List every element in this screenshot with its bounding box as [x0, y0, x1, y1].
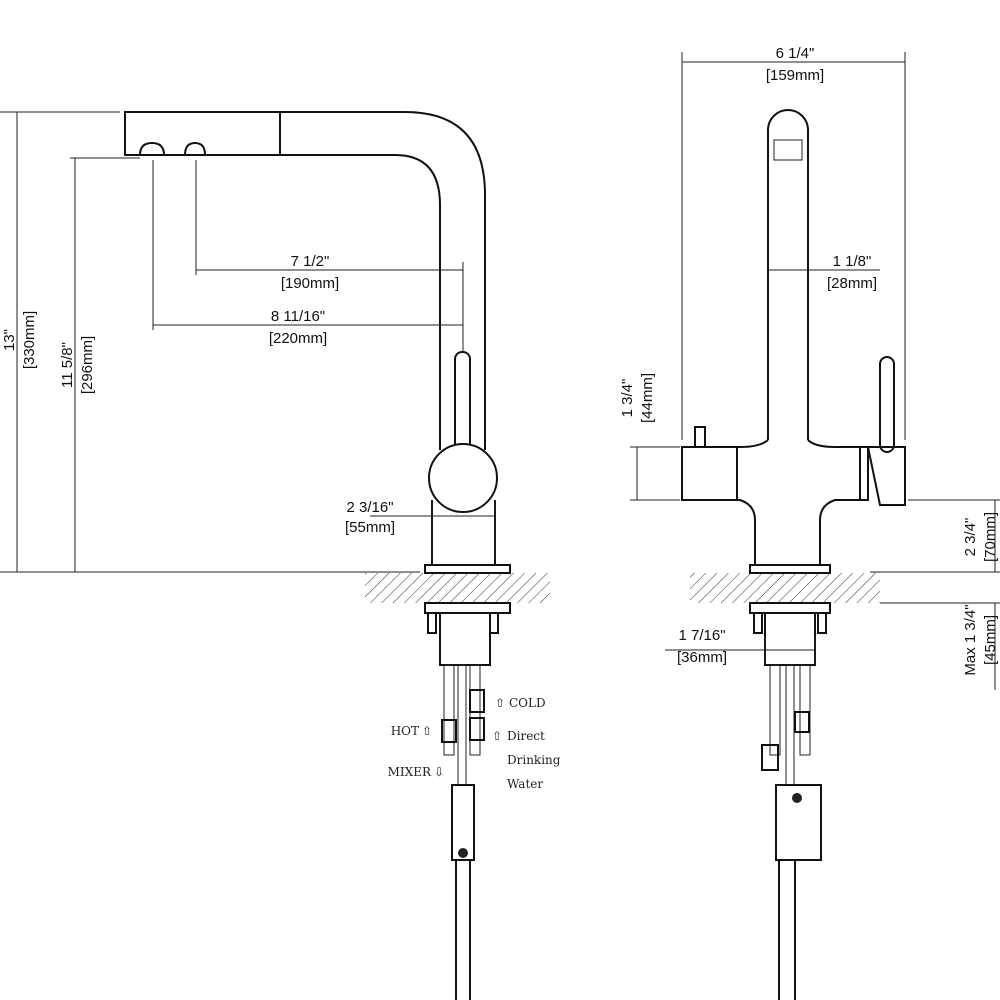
- hose: [778, 860, 796, 1000]
- spout: [767, 109, 809, 440]
- arrow-up-icon: ⇧: [492, 729, 502, 743]
- body-to-deck-metric: [70mm]: [982, 512, 999, 562]
- reach-spray-imperial: 7 1/2": [291, 253, 330, 270]
- width-total-metric: [159mm]: [766, 67, 824, 84]
- front-view-dimensions: 6 1/4" [159mm] 1 1/8" [28mm] 1 3/4" [44m…: [619, 45, 1000, 690]
- front-view-faucet: [681, 109, 906, 1000]
- callout-water: Water: [507, 777, 543, 791]
- sprayer-weight: [775, 784, 822, 861]
- height-total-imperial: 13": [1, 329, 18, 351]
- hose: [455, 860, 471, 1000]
- body-height-imperial: 1 3/4": [619, 379, 636, 418]
- base-diameter-imperial: 2 3/16": [346, 499, 393, 516]
- mixer-body: [681, 439, 869, 566]
- handle-block: [866, 446, 906, 506]
- hole-diameter-metric: [36mm]: [677, 649, 727, 666]
- lever-handle: [879, 356, 895, 453]
- height-outlet-imperial: 11 5/8": [59, 342, 76, 388]
- arrow-down-icon: ⇩: [434, 765, 444, 779]
- hole-diameter-imperial: 1 7/16": [678, 627, 725, 644]
- spout-diameter-imperial: 1 1/8": [833, 253, 872, 270]
- deck-thickness-metric: [45mm]: [982, 615, 999, 665]
- outlet-nozzle: [138, 141, 166, 156]
- arrow-up-icon: ⇧: [495, 696, 505, 710]
- mixer-body: [428, 443, 498, 513]
- reach-outlet-imperial: 8 11/16": [271, 308, 325, 325]
- callout-drinking: Drinking: [507, 753, 561, 767]
- height-outlet-metric: [296mm]: [79, 336, 96, 394]
- side-view-faucet: [124, 111, 550, 1000]
- width-total-imperial: 6 1/4": [776, 45, 815, 62]
- height-total-metric: [330mm]: [21, 311, 38, 369]
- callout-mixer: MIXER: [388, 765, 432, 779]
- spout-inner: [280, 154, 441, 450]
- body-to-deck-imperial: 2 3/4": [962, 518, 979, 557]
- callout-direct: Direct: [507, 729, 545, 743]
- arrow-up-icon: ⇧: [422, 724, 432, 738]
- countertop: [690, 573, 880, 603]
- drinking-water-knob: [694, 426, 706, 448]
- callout-hot: HOT: [391, 724, 419, 738]
- mount-nut: [424, 602, 511, 614]
- lever-handle: [454, 351, 471, 453]
- side-view-dimensions: 13" [330mm] 11 5/8" [296mm] 7 1/2" [190m…: [0, 111, 561, 791]
- pull-out-spray-head: [124, 111, 281, 156]
- countertop: [365, 573, 550, 603]
- sprayer-weight: [451, 784, 475, 861]
- spout-outer: [280, 111, 486, 450]
- body-height-metric: [44mm]: [639, 373, 656, 423]
- shank: [439, 612, 491, 666]
- shank: [764, 612, 816, 666]
- callout-cold: COLD: [509, 696, 546, 710]
- base-ring: [424, 564, 511, 574]
- base-diameter-metric: [55mm]: [345, 519, 395, 536]
- reach-outlet-metric: [220mm]: [269, 330, 327, 347]
- deck-thickness-imperial: Max 1 3/4": [962, 604, 979, 675]
- spray-nozzle: [183, 141, 207, 156]
- reach-spray-metric: [190mm]: [281, 275, 339, 292]
- spout-diameter-metric: [28mm]: [827, 275, 877, 292]
